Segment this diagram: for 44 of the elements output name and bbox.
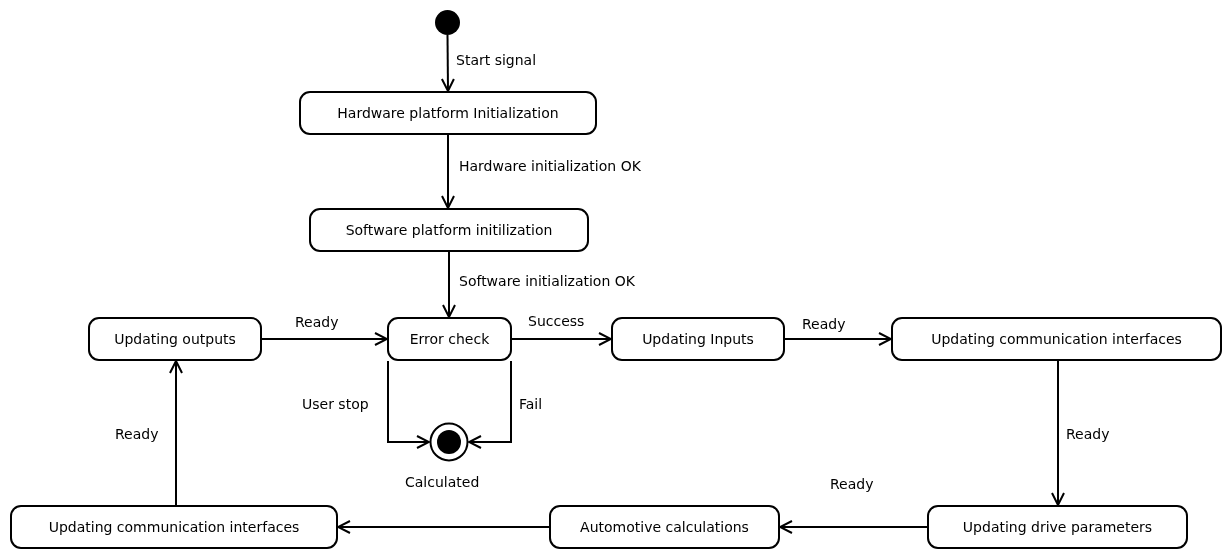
edge-label: Calculated <box>405 474 480 490</box>
state-label: Software platform initilization <box>345 222 553 238</box>
arrow <box>440 34 455 92</box>
state-box <box>891 317 1222 361</box>
state-box <box>10 505 338 549</box>
state-label: Error check <box>409 331 490 347</box>
edge-label: Fail <box>519 396 543 412</box>
edge-label: Ready <box>295 314 339 330</box>
edge-label: Success <box>528 313 585 329</box>
state-label: Hardware platform Initialization <box>337 105 559 121</box>
state-label: Updating drive parameters <box>962 519 1153 535</box>
arrow <box>784 332 892 346</box>
edge-label: Ready <box>115 426 159 442</box>
arrow <box>1051 360 1065 506</box>
arrow <box>442 251 456 318</box>
state-box <box>611 317 785 361</box>
state-label: Updating communication interfaces <box>48 519 300 535</box>
state-label: Updating outputs <box>114 331 236 347</box>
edge-label: Ready <box>802 316 846 332</box>
state-box <box>927 505 1188 549</box>
edge-label: Ready <box>830 476 874 492</box>
state-box <box>549 505 780 549</box>
arrow <box>387 360 430 449</box>
arrow <box>169 360 183 506</box>
state-label: Automotive calculations <box>580 519 749 535</box>
edge-label: Software initialization OK <box>459 273 635 289</box>
state-box <box>88 317 262 361</box>
edge-label: User stop <box>302 396 369 412</box>
arrow <box>441 134 455 209</box>
arrow <box>779 520 928 534</box>
state-box <box>387 317 512 361</box>
state-label: Updating communication interfaces <box>931 331 1182 347</box>
edge-label: Start signal <box>456 52 537 68</box>
state-box <box>309 208 589 252</box>
arrow <box>468 360 512 449</box>
final-state-circle <box>429 422 469 462</box>
state-label: Updating Inputs <box>642 331 754 347</box>
arrow <box>261 332 388 346</box>
initial-state-circle <box>435 10 460 35</box>
edge-label: Hardware initialization OK <box>459 158 641 174</box>
arrow <box>511 332 612 346</box>
edge-label: Ready <box>1066 426 1110 442</box>
arrow <box>337 520 550 534</box>
state-box <box>299 91 597 135</box>
